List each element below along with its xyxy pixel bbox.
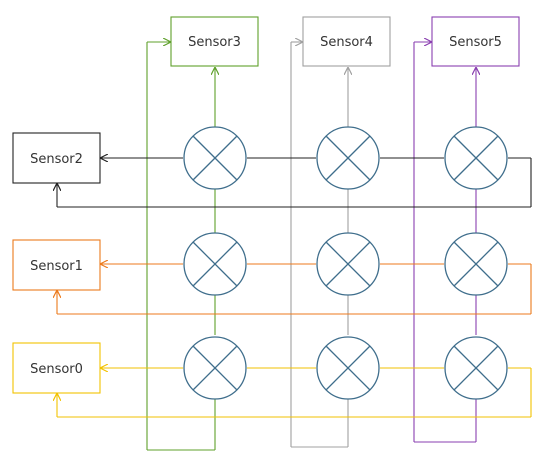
- junction-node: [444, 336, 508, 400]
- sensor3-label: Sensor3: [188, 35, 241, 50]
- sensor2-label: Sensor2: [30, 152, 83, 167]
- junction-node: [316, 336, 380, 400]
- junction-node: [444, 126, 508, 190]
- column-sensor4-lines: [290, 42, 348, 448]
- sensor2-box: Sensor2: [12, 132, 101, 184]
- sensor5-box: Sensor5: [431, 16, 520, 67]
- sensor4-box: Sensor4: [302, 16, 391, 67]
- junction-node: [444, 232, 508, 296]
- junction-node: [183, 336, 247, 400]
- sensor3-box: Sensor3: [170, 16, 259, 67]
- row-sensor1-lines: [57, 264, 532, 315]
- sensor4-label: Sensor4: [320, 35, 373, 50]
- sensor1-label: Sensor1: [30, 259, 83, 274]
- junction-node: [316, 232, 380, 296]
- junction-node: [316, 126, 380, 190]
- junction-node: [183, 232, 247, 296]
- column-sensor3-lines: [146, 42, 215, 451]
- sensor0-box: Sensor0: [12, 342, 101, 394]
- row-sensor0-lines: [57, 368, 532, 418]
- junction-node: [183, 126, 247, 190]
- sensor1-box: Sensor1: [12, 239, 101, 291]
- row-sensor2-lines: [57, 158, 532, 208]
- sensor5-label: Sensor5: [449, 35, 502, 50]
- column-sensor5-lines: [413, 42, 476, 443]
- sensor0-label: Sensor0: [30, 362, 83, 377]
- junction-grid: [183, 126, 508, 400]
